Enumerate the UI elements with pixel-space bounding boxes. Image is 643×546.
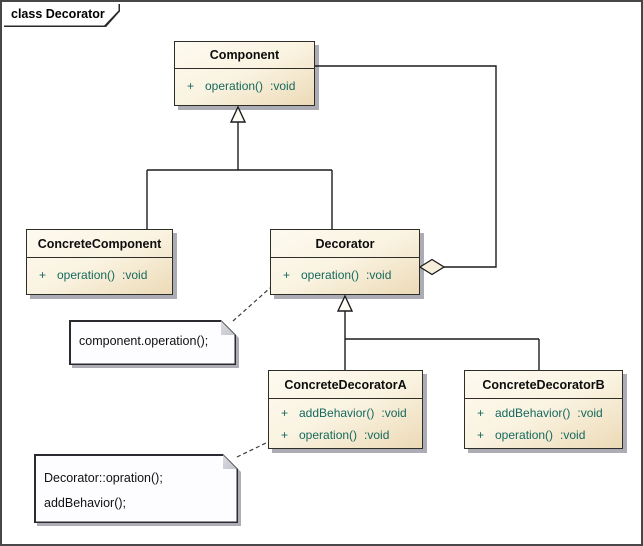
visibility-symbol: +	[39, 268, 47, 282]
operation-row[interactable]: + operation() :void	[271, 264, 419, 286]
operation-name: operation()	[57, 268, 116, 282]
operation-row[interactable]: + addBehavior() :void	[269, 402, 422, 424]
inheritance-arrow-icon	[229, 105, 247, 123]
class-box-concrete-component[interactable]: ConcreteComponent + operation() :void	[26, 229, 173, 295]
operation-row[interactable]: + operation() :void	[269, 424, 422, 446]
operation-type: :void	[122, 268, 148, 282]
visibility-symbol: +	[477, 406, 485, 420]
class-name: ConcreteDecoratorA	[269, 371, 422, 399]
note-component-operation[interactable]: component.operation();	[69, 320, 236, 365]
visibility-symbol: +	[477, 428, 485, 442]
note-decorator-operation[interactable]: Decorator::opration(); addBehavior();	[34, 454, 238, 523]
operation-name: operation()	[495, 428, 554, 442]
visibility-symbol: +	[187, 79, 195, 93]
generalization-to-decorator[interactable]	[336, 294, 540, 370]
operation-row[interactable]: + operation() :void	[175, 75, 314, 97]
operation-type: :void	[381, 406, 407, 420]
frame-tab-fill	[4, 4, 119, 26]
diagram-title: class Decorator	[11, 7, 105, 21]
class-box-concrete-decorator-b[interactable]: ConcreteDecoratorB + addBehavior() :void…	[464, 370, 623, 449]
class-box-component[interactable]: Component + operation() :void	[174, 41, 315, 106]
diagram-frame-tab: class Decorator	[4, 4, 120, 27]
generalization-to-component[interactable]	[146, 105, 333, 229]
operation-type: :void	[560, 428, 586, 442]
operation-row[interactable]: + operation() :void	[27, 264, 172, 286]
operation-row[interactable]: + addBehavior() :void	[465, 402, 622, 424]
operation-name: addBehavior()	[495, 406, 571, 420]
operation-type: :void	[270, 79, 296, 93]
operation-type: :void	[364, 428, 390, 442]
class-name: ConcreteComponent	[27, 230, 172, 258]
visibility-symbol: +	[281, 406, 289, 420]
class-box-decorator[interactable]: Decorator + operation() :void	[270, 229, 420, 295]
note-fold-corner-icon	[221, 321, 235, 335]
class-name: ConcreteDecoratorB	[465, 371, 622, 399]
operation-name: operation()	[299, 428, 358, 442]
note-fill	[71, 322, 235, 364]
inheritance-arrow-icon	[336, 294, 354, 312]
operation-type: :void	[577, 406, 603, 420]
operation-name: operation()	[205, 79, 264, 93]
note-text-line: Decorator::opration();	[44, 471, 163, 485]
note-fill	[36, 456, 237, 522]
note-text-line: component.operation();	[79, 334, 209, 348]
operation-type: :void	[366, 268, 392, 282]
note-text-line: addBehavior();	[44, 496, 126, 510]
class-name: Component	[175, 42, 314, 69]
note-link-concrete-decorator-a[interactable]	[236, 441, 269, 458]
operation-name: operation()	[301, 268, 360, 282]
visibility-symbol: +	[281, 428, 289, 442]
class-name: Decorator	[271, 230, 419, 258]
class-box-concrete-decorator-a[interactable]: ConcreteDecoratorA + addBehavior() :void…	[268, 370, 423, 449]
note-fold-corner-icon	[223, 455, 237, 469]
operation-name: addBehavior()	[299, 406, 375, 420]
note-link-decorator[interactable]	[232, 287, 271, 322]
operation-row[interactable]: + operation() :void	[465, 424, 622, 446]
aggregation-diamond-icon	[418, 258, 446, 276]
visibility-symbol: +	[283, 268, 291, 282]
